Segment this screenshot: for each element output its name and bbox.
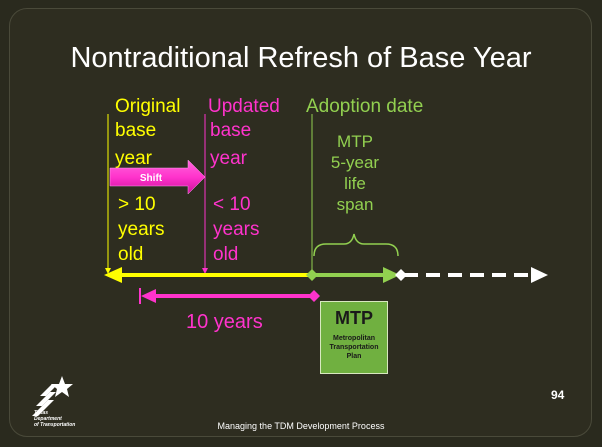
future-timeline-arrowhead [531, 267, 548, 283]
txdot-logo-icon [32, 376, 73, 416]
mtp-box-title: MTP [335, 308, 373, 328]
logo-line1: Texas [34, 410, 48, 416]
original-age-line3: old [118, 244, 144, 265]
updated-marker-arrowhead [202, 268, 208, 274]
original-age-line2: years [118, 219, 165, 240]
updated-age-line1: < 10 [213, 194, 251, 215]
logo-line3: of Transportation [34, 422, 76, 428]
txdot-logo-text: Texas Department of Transportation [34, 410, 75, 428]
footer-text: Managing the TDM Development Process [217, 421, 385, 431]
updated-label: Updated [208, 96, 280, 117]
original-year-label: year [115, 148, 152, 169]
updated-age-line3: old [213, 244, 239, 265]
mtp-box: MTP Metropolitan Transportation Plan [320, 301, 388, 374]
green-timeline-arrowhead [383, 267, 400, 283]
mtp-life-line4: span [336, 195, 374, 214]
original-label: Original [115, 96, 181, 117]
original-base-label: base [115, 120, 157, 141]
mtp-subtitle-line2: Transportation [329, 344, 379, 351]
mtp-life-line1: MTP [337, 132, 373, 151]
mtp-subtitle-line3: Plan [346, 353, 362, 360]
life-span-brace [313, 233, 399, 257]
mtp-box-subtitle: Metropolitan Transportation Plan [321, 334, 387, 361]
updated-age-line2: years [213, 219, 260, 240]
adoption-date-label: Adoption date [306, 96, 424, 117]
mtp-life-line2: 5-year [330, 153, 380, 172]
slide-frame [9, 8, 592, 437]
shift-label: Shift [139, 173, 163, 184]
ten-years-arrowhead [141, 289, 156, 303]
logo-line2: Department [34, 416, 62, 422]
mtp-end-diamond [395, 269, 407, 281]
ten-years-label: 10 years [186, 311, 263, 333]
yellow-timeline-arrowhead [104, 267, 122, 283]
updated-base-label: base [210, 120, 252, 141]
original-marker-arrowhead [105, 268, 111, 274]
mtp-subtitle-line1: Metropolitan [333, 335, 375, 342]
ten-years-end-diamond [308, 290, 320, 302]
slide-title: Nontraditional Refresh of Base Year [70, 42, 532, 74]
adoption-diamond [306, 269, 318, 281]
updated-year-label: year [210, 148, 247, 169]
mtp-life-line3: life [344, 174, 366, 193]
original-age-line1: > 10 [118, 194, 156, 215]
page-number: 94 [551, 388, 565, 402]
shift-arrow [109, 159, 206, 195]
